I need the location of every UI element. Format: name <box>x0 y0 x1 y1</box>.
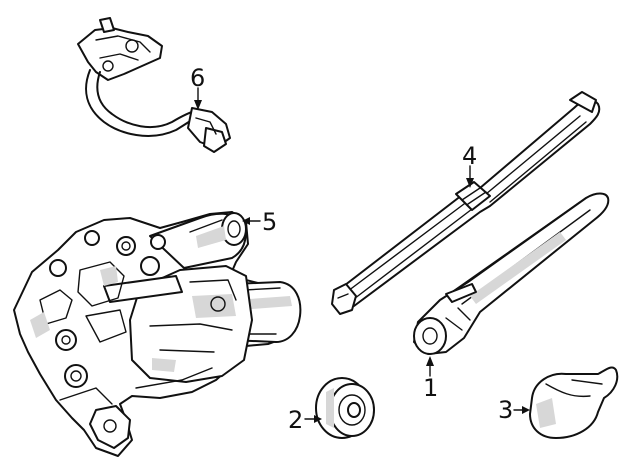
arrowhead-4 <box>466 178 474 188</box>
arrowhead-1 <box>426 356 434 366</box>
callout-labels: 6 5 4 1 2 3 <box>190 64 513 434</box>
grommet <box>315 377 375 439</box>
callout-6: 6 <box>190 64 205 92</box>
arrowhead-2 <box>314 415 322 423</box>
wire-harness <box>77 17 231 153</box>
callout-1: 1 <box>423 374 438 402</box>
arrowhead-6 <box>194 100 202 110</box>
arrowhead-3 <box>522 406 530 414</box>
wiper-arm <box>413 192 610 355</box>
callout-3: 3 <box>498 396 513 424</box>
wiper-arm-cap <box>529 366 619 439</box>
leader-arrows <box>194 87 530 423</box>
callout-2: 2 <box>288 406 303 434</box>
callout-4: 4 <box>462 142 477 170</box>
callout-5: 5 <box>262 208 277 236</box>
wiper-motor-assembly <box>13 211 302 457</box>
wiper-blade <box>331 91 601 315</box>
arrowhead-5 <box>242 217 250 225</box>
